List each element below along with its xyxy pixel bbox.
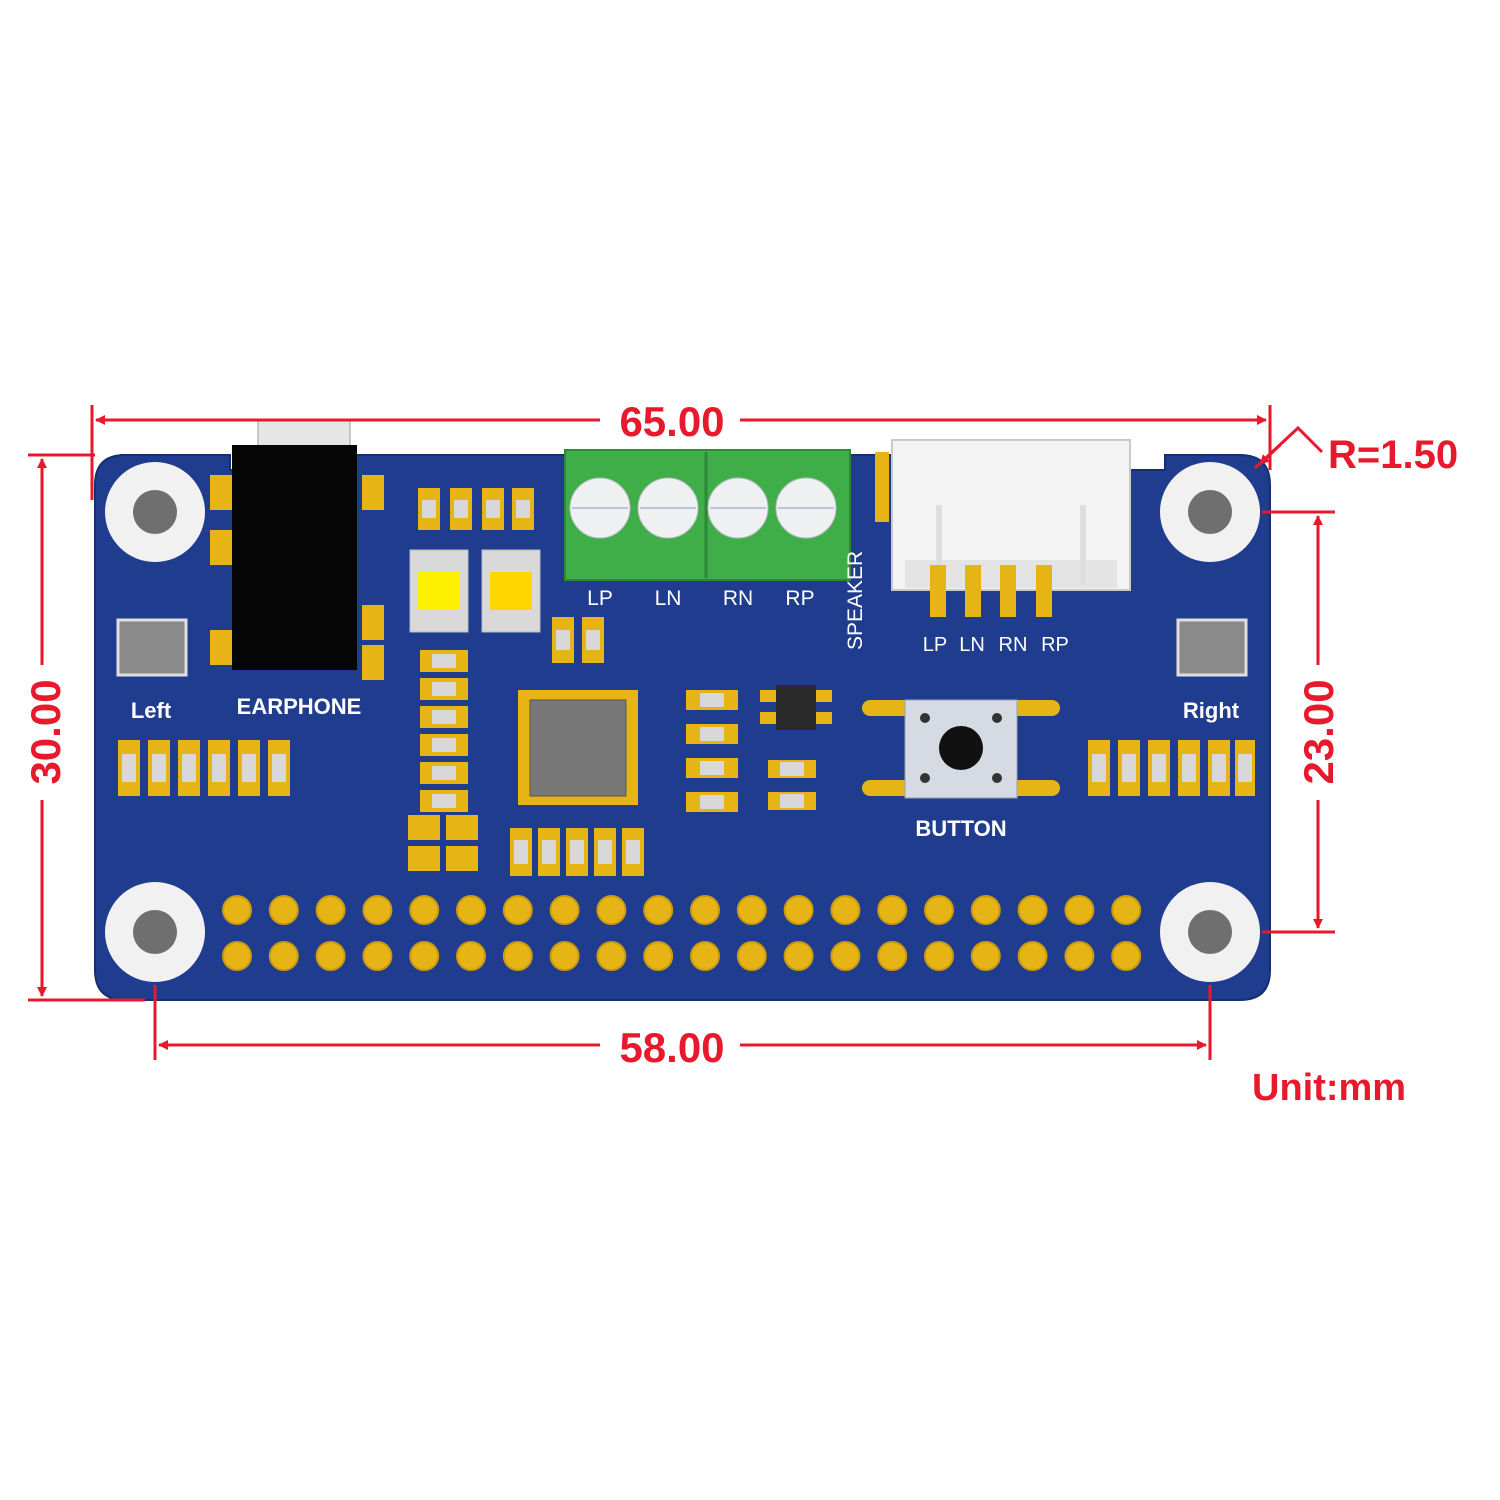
transistor (760, 685, 832, 730)
terminal-label-rp: RP (785, 587, 814, 610)
speaker-connector (875, 439, 1131, 617)
gpio-pad (268, 941, 299, 971)
push-button (862, 699, 1060, 799)
gpio-pad (362, 941, 393, 971)
gpio-pad (783, 941, 814, 971)
left-label: Left (131, 698, 172, 723)
gpio-pad (1111, 941, 1142, 971)
gpio-pad (970, 941, 1001, 971)
gold-pad-square (408, 815, 478, 871)
gpio-pad (1017, 941, 1048, 971)
gpio-pad (596, 941, 627, 971)
gpio-pad (596, 895, 627, 925)
audio-codec-chip (518, 690, 638, 805)
gpio-pad (643, 941, 674, 971)
mounting-hole-top-left (105, 462, 205, 562)
connector-label-rn: RN (999, 634, 1028, 656)
dimension-height-overall: 30.00 (22, 679, 69, 784)
gpio-pad (783, 895, 814, 925)
terminal-label-ln: LN (655, 587, 682, 610)
resistor-cluster-left (118, 740, 290, 796)
gpio-pad (315, 895, 346, 925)
gpio-pad (502, 941, 533, 971)
smd-pair-center (552, 617, 604, 663)
resistor-cluster-right (1088, 740, 1255, 796)
led-left (409, 549, 469, 633)
gpio-pad (456, 941, 486, 971)
smd-pair-right (768, 760, 816, 810)
gpio-pad (1111, 895, 1142, 925)
gpio-pad (549, 895, 580, 925)
gpio-pad (690, 895, 720, 925)
gpio-pad (643, 895, 674, 925)
dimension-hole-spacing-x: 58.00 (619, 1024, 724, 1071)
resistor-row-bottom (510, 828, 644, 876)
connector-label-lp: LP (923, 634, 947, 656)
gpio-pad (736, 895, 767, 925)
gpio-pad (1064, 895, 1095, 925)
gpio-pad (877, 941, 908, 971)
gpio-pad (736, 941, 767, 971)
left-microphone (116, 618, 188, 677)
gpio-pad (222, 941, 252, 971)
gpio-pad (362, 895, 393, 925)
dimension-width-overall: 65.00 (619, 398, 724, 445)
resistor-column (420, 650, 468, 812)
dimension-lines (28, 405, 1335, 1060)
gpio-pad (222, 895, 252, 925)
terminal-label-rn: RN (723, 587, 753, 610)
gpio-pad (409, 941, 440, 971)
mounting-hole-bottom-right (1160, 882, 1260, 982)
mounting-hole-bottom-left (105, 882, 205, 982)
right-label: Right (1183, 698, 1240, 723)
button-label: BUTTON (915, 816, 1006, 841)
gpio-pad (690, 941, 720, 971)
gpio-pad (409, 895, 440, 925)
speaker-label: SPEAKER (844, 551, 867, 650)
gpio-pad (268, 895, 299, 925)
mounting-hole-top-right (1160, 462, 1260, 562)
led-right (481, 549, 541, 633)
gpio-pad (456, 895, 486, 925)
gpio-pad (970, 895, 1001, 925)
gpio-pad (1017, 895, 1048, 925)
connector-label-rp: RP (1041, 634, 1069, 656)
gpio-pad (549, 941, 580, 971)
terminal-label-lp: LP (587, 587, 613, 610)
speaker-terminal-block (564, 449, 851, 581)
gpio-pad (924, 941, 954, 971)
gpio-pad (315, 941, 346, 971)
dimension-hole-spacing-y: 23.00 (1295, 679, 1342, 784)
gpio-pad (830, 895, 861, 925)
right-microphone (1176, 618, 1248, 677)
smd-component-cluster-top (418, 488, 534, 530)
gpio-pad (924, 895, 954, 925)
gpio-pad (1064, 941, 1095, 971)
connector-label-ln: LN (959, 634, 985, 656)
earphone-label: EARPHONE (237, 694, 362, 719)
gpio-pad (502, 895, 533, 925)
gpio-header-pads (222, 895, 1142, 971)
resistor-stack-center (686, 690, 738, 812)
earphone-jack (210, 419, 384, 680)
unit-label: Unit:mm (1252, 1067, 1406, 1109)
gpio-pad (877, 895, 908, 925)
dimension-corner-radius: R=1.50 (1328, 433, 1458, 477)
gpio-pad (830, 941, 861, 971)
